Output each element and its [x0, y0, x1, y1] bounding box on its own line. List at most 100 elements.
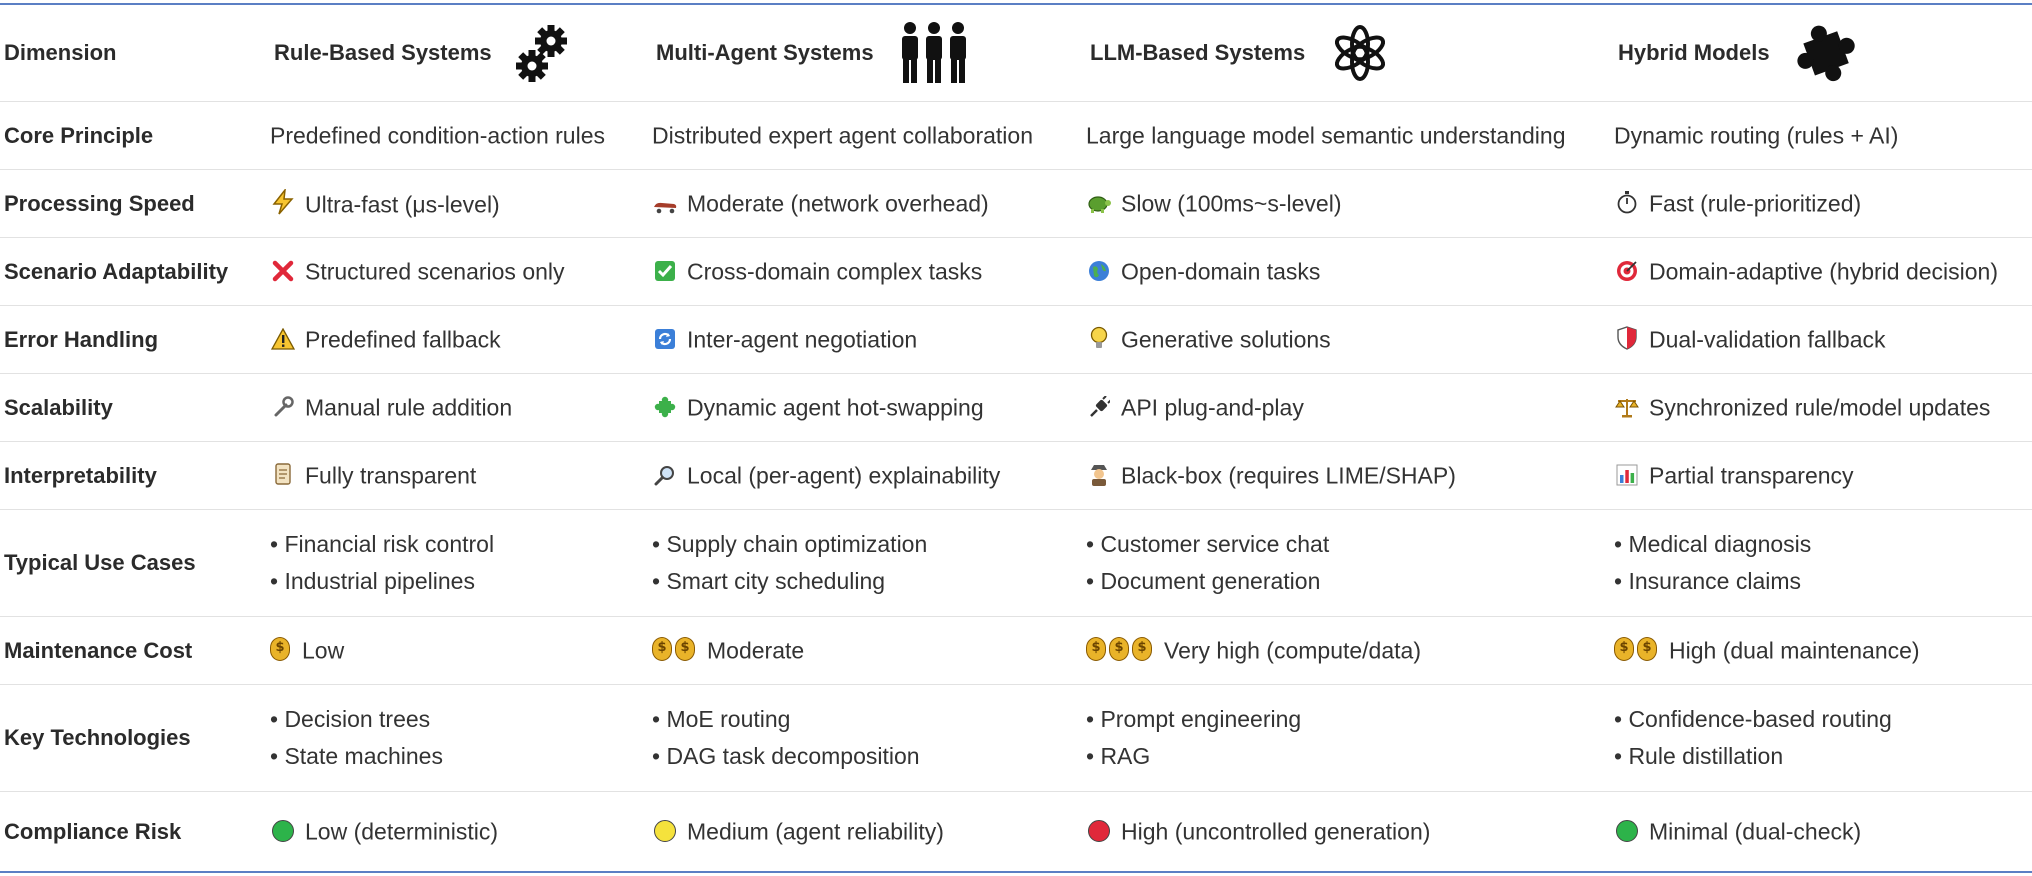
money-bag-icon: [652, 637, 698, 662]
cell-text: Dynamic agent hot-swapping: [687, 394, 984, 421]
header-label: LLM-Based Systems: [1090, 40, 1306, 65]
cell-text: Structured scenarios only: [305, 258, 565, 285]
header-label: Hybrid Models: [1618, 40, 1770, 65]
bullet-item: • Smart city scheduling: [652, 568, 886, 594]
table-cell: Fully transparent: [270, 441, 652, 510]
warning-icon: [270, 326, 296, 352]
bullet-list: • Supply chain optimization • Smart city …: [652, 526, 1086, 600]
bullet-item: • Document generation: [1086, 568, 1321, 594]
table-cell: Partial transparency: [1614, 441, 2032, 510]
table-cell: Local (per-agent) explainability: [652, 441, 1086, 510]
table-cell: Predefined fallback: [270, 305, 652, 374]
coin-icon: [675, 637, 695, 662]
header-rule-based: Rule-Based Systems: [270, 5, 652, 102]
table-cell: Minimal (dual-check): [1614, 791, 2032, 872]
gears-icon: [515, 22, 572, 84]
check-box-icon: [652, 258, 678, 284]
table-cell: Distributed expert agent collaboration: [652, 101, 1086, 170]
puzzle-piece-icon: [652, 394, 678, 420]
shield-icon: [1614, 325, 1640, 351]
bullet-item: • RAG: [1086, 743, 1151, 769]
table-cell: Low (deterministic): [270, 791, 652, 872]
table-cell: • Prompt engineering• RAG: [1086, 684, 1614, 792]
detective-icon: [1086, 461, 1112, 487]
table-row: Scenario Adaptability Structured scenario…: [0, 237, 2032, 306]
table-cell: Large language model semantic understand…: [1086, 101, 1614, 170]
cell-text: Distributed expert agent collaboration: [652, 122, 1034, 149]
money-bag-icon: [270, 637, 293, 662]
bullet-item: • Confidence-based routing: [1614, 706, 1892, 732]
cell-text: Dual-validation fallback: [1649, 326, 1886, 353]
money-bag-icon: [1614, 637, 1660, 662]
bullet-item: • Rule distillation: [1614, 743, 1784, 769]
coin-icon: [1637, 637, 1657, 662]
header-llm-based: LLM-Based Systems: [1086, 5, 1614, 102]
cell-text: Local (per-agent) explainability: [687, 462, 1001, 489]
header-multi-agent: Multi-Agent Systems: [652, 5, 1086, 102]
table-cell: • Decision trees• State machines: [270, 684, 652, 792]
cell-text: Cross-domain complex tasks: [687, 258, 983, 285]
table-cell: Open-domain tasks: [1086, 237, 1614, 306]
table-cell: Structured scenarios only: [270, 237, 652, 306]
bullet-item: • Supply chain optimization: [652, 531, 928, 557]
table-cell: Black-box (requires LIME/SHAP): [1086, 441, 1614, 510]
row-dimension-label: Maintenance Cost: [0, 616, 270, 685]
table-cell: Dual-validation fallback: [1614, 305, 2032, 374]
table-cell: Ultra-fast (μs-level): [270, 169, 652, 238]
coin-icon: [1086, 637, 1106, 662]
cell-text: High (uncontrolled generation): [1121, 818, 1431, 845]
row-dimension-label: Core Principle: [0, 101, 270, 170]
skateboard-icon: [652, 191, 678, 217]
plug-icon: [1086, 394, 1112, 420]
row-dimension-label: Processing Speed: [0, 169, 270, 238]
coin-icon: [1614, 637, 1634, 662]
header-label: Rule-Based Systems: [274, 40, 492, 65]
row-dimension-label: Compliance Risk: [0, 791, 270, 872]
bullet-item: • MoE routing: [652, 706, 791, 732]
cross-mark-icon: [270, 258, 296, 284]
coin-icon: [270, 637, 290, 662]
lightning-icon: [270, 188, 296, 215]
status-dot-icon: [1086, 818, 1112, 844]
bottom-border: [0, 871, 2032, 873]
row-dimension-label: Scenario Adaptability: [0, 237, 270, 306]
cell-text: Domain-adaptive (hybrid decision): [1649, 258, 1998, 285]
bullet-item: • Customer service chat: [1086, 531, 1330, 557]
wrench-icon: [270, 394, 296, 420]
balance-scale-icon: [1614, 394, 1640, 420]
lightbulb-icon: [1086, 325, 1112, 351]
status-dot-icon: [1614, 818, 1640, 844]
table-cell: • Supply chain optimization • Smart city …: [652, 509, 1086, 617]
table-cell: High (uncontrolled generation): [1086, 791, 1614, 872]
puzzle-icon: [1794, 22, 1860, 84]
cell-text: Generative solutions: [1121, 326, 1331, 353]
header-dimension: Dimension: [0, 5, 270, 102]
money-bag-icon: [1086, 637, 1155, 662]
table-cell: Domain-adaptive (hybrid decision): [1614, 237, 2032, 306]
bullet-list: • Customer service chat • Document genera…: [1086, 526, 1614, 600]
row-dimension-label: Typical Use Cases: [0, 509, 270, 617]
cell-text: Low: [302, 637, 345, 664]
bullet-item: • State machines: [270, 743, 443, 769]
stopwatch-icon: [1614, 189, 1640, 215]
table-cell: • Confidence-based routing • Rule distill…: [1614, 684, 2032, 792]
bullet-item: • Medical diagnosis: [1614, 531, 1812, 557]
table-cell: Generative solutions: [1086, 305, 1614, 374]
top-border: [0, 3, 2032, 5]
header-hybrid: Hybrid Models: [1614, 5, 2032, 102]
cell-text: High (dual maintenance): [1669, 637, 1920, 664]
cell-text: Large language model semantic understand…: [1086, 122, 1566, 149]
coin-icon: [652, 637, 672, 662]
cell-text: Manual rule addition: [305, 394, 513, 421]
cell-text: Black-box (requires LIME/SHAP): [1121, 462, 1456, 489]
cell-text: Open-domain tasks: [1121, 258, 1321, 285]
table-cell: Moderate (network overhead): [652, 169, 1086, 238]
table-cell: • Financial risk control• Industrial pip…: [270, 509, 652, 617]
bar-chart-icon: [1614, 462, 1640, 488]
bullet-list: • MoE routing• DAG task decomposition: [652, 701, 1086, 775]
table-cell: Cross-domain complex tasks: [652, 237, 1086, 306]
